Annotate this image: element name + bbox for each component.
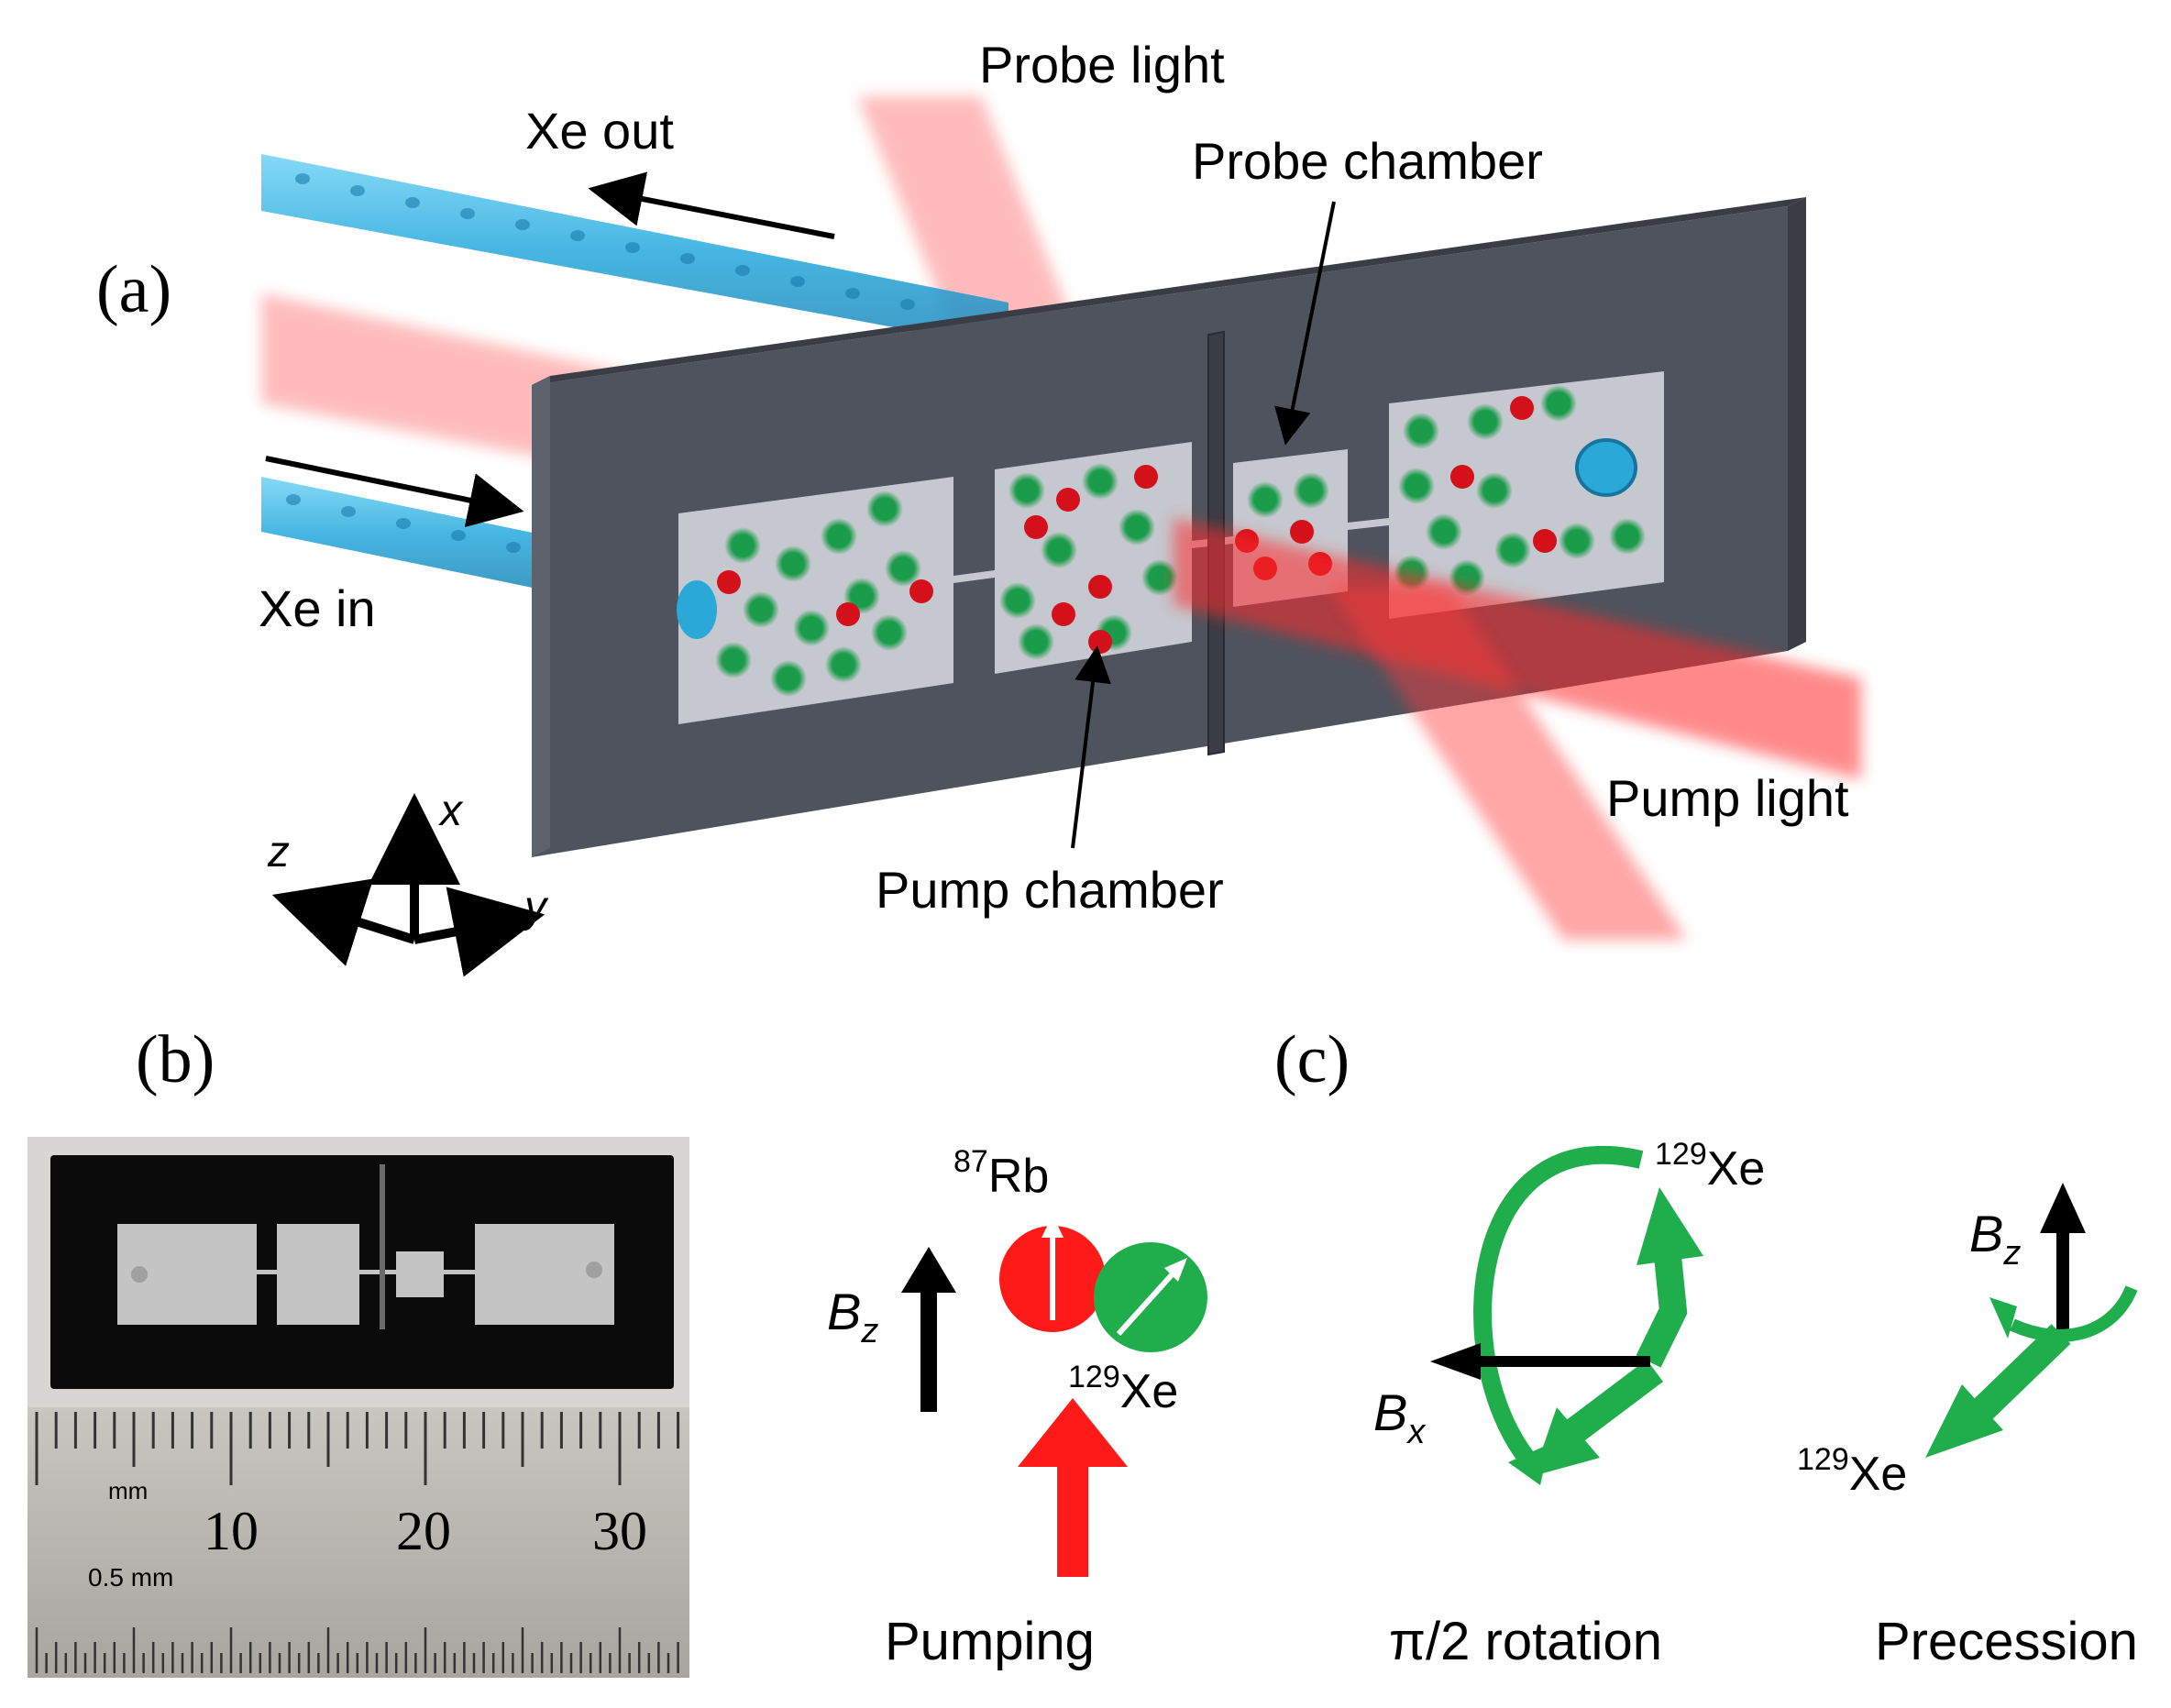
xe-label-pumping: 129Xe (1068, 1360, 1178, 1418)
outlet-port (1575, 438, 1637, 497)
xe-out-tube (261, 154, 1008, 348)
xe-in-tube (261, 477, 550, 591)
xe-out-arrow (588, 171, 835, 239)
axis-y-label: y (522, 883, 549, 931)
xe-label-precession: 129Xe (1797, 1442, 1907, 1501)
ruler-unit-label: mm (108, 1477, 148, 1504)
xe-spin-down (1560, 1360, 1664, 1446)
rotation-diagram: 129Xe Bx π/2 rotation (1373, 1137, 1765, 1671)
ruler-sub-label: 0.5 mm (88, 1563, 173, 1592)
bz-label-precession: Bz (1969, 1205, 2021, 1273)
pump-beam (1174, 518, 1861, 779)
xe-in-arrow (265, 456, 524, 528)
xe-out-label: Xe out (525, 102, 674, 160)
panel-b-label: (b) (136, 1022, 215, 1097)
precession-arc (2010, 1285, 2138, 1342)
probe-chamber-pointer (1274, 201, 1336, 446)
xe-spin-up (1636, 1245, 1688, 1368)
pump-chamber-pointer (1071, 645, 1111, 849)
xe-in-label: Xe in (259, 579, 376, 637)
pumping-caption: Pumping (885, 1612, 1095, 1671)
xe-spin-precession (1970, 1324, 2071, 1422)
rotation-arc (1473, 1145, 1644, 1464)
inlet-chamber (678, 477, 953, 724)
ruler (28, 1407, 689, 1678)
panel-b: (b) mm 0.5 mm 10 20 30 (28, 1022, 689, 1678)
ruler-ticks (35, 1412, 680, 1673)
rotation-caption: π/2 rotation (1389, 1612, 1662, 1671)
pumping-diagram: 87Rb 129Xe Bz Pumping (827, 1144, 1207, 1671)
pump-chamber-label: Pump chamber (876, 861, 1224, 919)
outlet-chamber (1389, 371, 1664, 619)
panel-a: x z y (a) Xe out Xe in Probe light Probe… (96, 36, 1861, 977)
ruler-number-10: 10 (204, 1501, 259, 1561)
panel-a-label: (a) (96, 252, 171, 327)
axes-icon: x z y (267, 787, 549, 977)
pump-light-label: Pump light (1606, 769, 1849, 827)
panel-c-label: (c) (1274, 1022, 1350, 1097)
pump-chamber (995, 442, 1192, 674)
xe-label-rotation: 129Xe (1655, 1137, 1765, 1196)
precession-diagram: Bz 129Xe Precession (1797, 1183, 2138, 1671)
precession-caption: Precession (1875, 1612, 2138, 1671)
probe-light-label: Probe light (979, 36, 1225, 94)
inlet-port (677, 580, 717, 639)
bx-label-rotation: Bx (1373, 1383, 1427, 1451)
pump-beam-exit (1329, 587, 1687, 940)
rb-label: 87Rb (953, 1144, 1049, 1203)
panel-c: (c) 87Rb 129Xe Bz Pumping 129Xe (827, 1022, 2138, 1671)
axis-x-label: x (438, 787, 464, 835)
ruler-number-20: 20 (396, 1501, 451, 1561)
probe-chamber-label: Probe chamber (1192, 132, 1543, 190)
ruler-number-30: 30 (592, 1501, 647, 1561)
axis-z-label: z (267, 828, 290, 876)
bz-label-pumping: Bz (827, 1283, 878, 1350)
